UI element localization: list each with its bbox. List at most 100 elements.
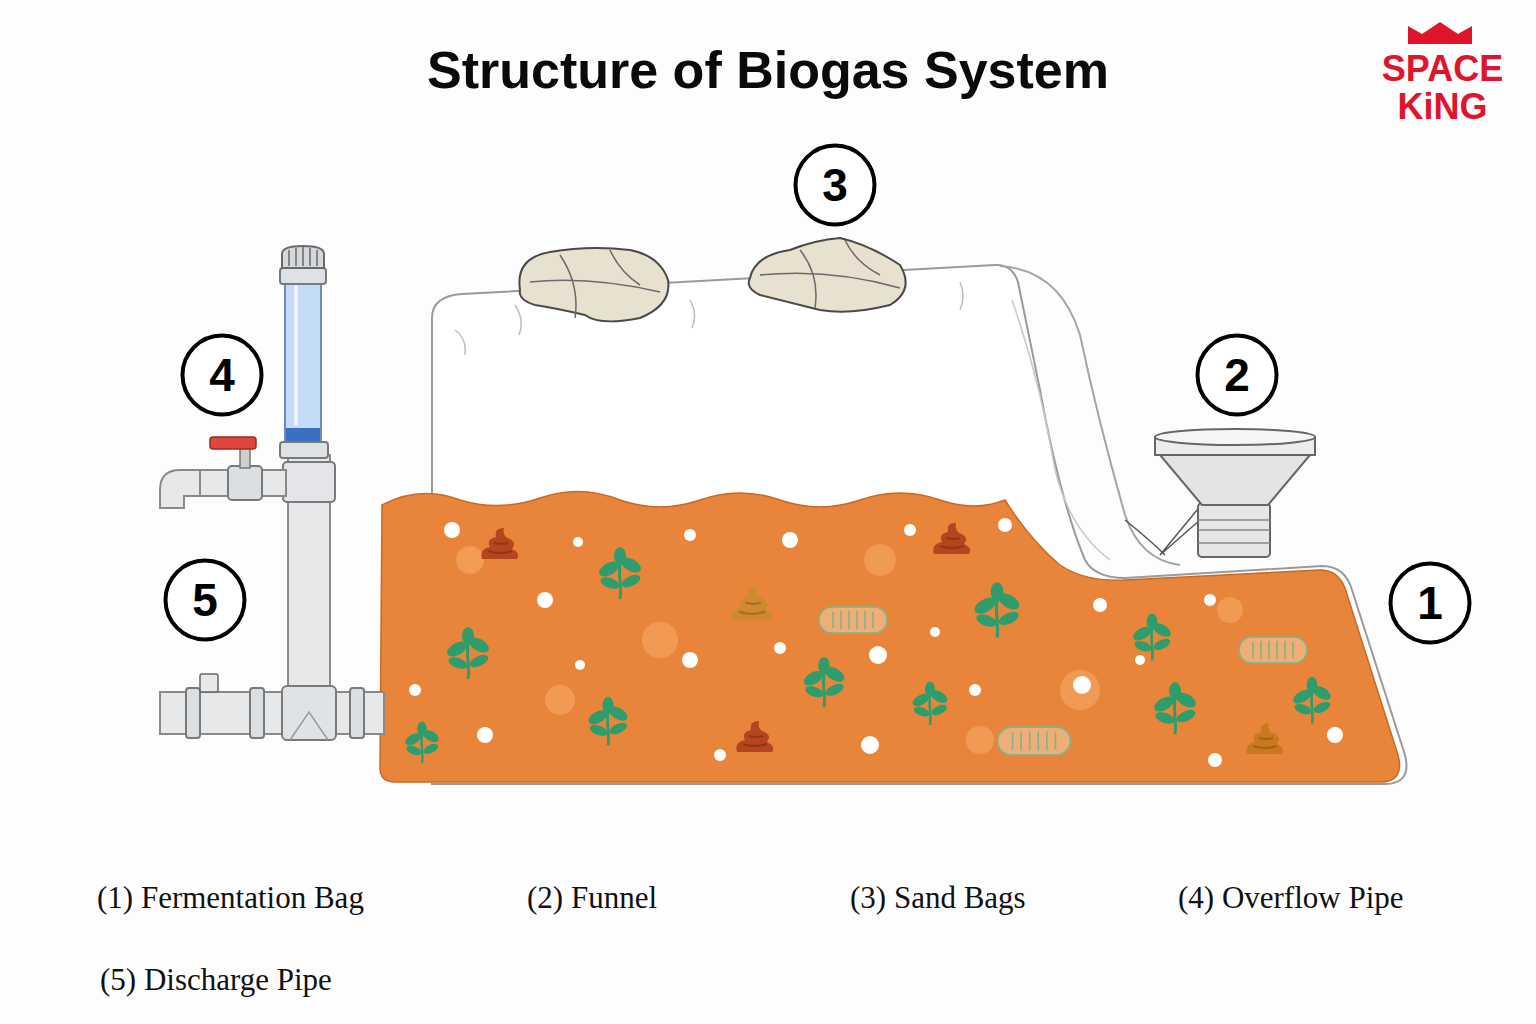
callout-circle: [1198, 336, 1277, 415]
tap-valve: [228, 466, 262, 500]
callout-circle: [183, 336, 262, 415]
bubble: [998, 518, 1012, 532]
manure: [933, 523, 970, 554]
bubble: [537, 592, 553, 608]
manure: [481, 528, 518, 559]
bubble: [573, 537, 583, 547]
bubble: [774, 642, 786, 654]
callout-text-holder: 4: [180, 333, 264, 417]
callout-text-holder: 2: [1195, 333, 1279, 417]
plant: [444, 627, 491, 679]
funnel-neck: [1198, 503, 1270, 557]
tee-joint: [282, 686, 336, 740]
microbe: [1239, 637, 1307, 663]
bubble: [1208, 753, 1222, 767]
clear-tube: [285, 280, 321, 445]
sand-bag-tie: [760, 240, 900, 308]
logo-watermark: SPACE KiNG: [1370, 50, 1515, 126]
tee-joint: [283, 462, 335, 502]
tap-elbow: [160, 470, 200, 508]
texture-spot: [966, 726, 994, 754]
bubble: [444, 522, 460, 538]
callout-circle: [166, 561, 245, 640]
slurry-texture: [456, 544, 1243, 754]
bubble: [782, 532, 798, 548]
bag-fold: [1012, 300, 1110, 560]
callout-circle: [796, 146, 875, 225]
callout-circle: [1391, 564, 1470, 643]
pipe-coupling: [280, 442, 328, 458]
bubble: [1093, 598, 1107, 612]
sand-bag: [749, 238, 906, 312]
diagram-title: Structure of Biogas System: [0, 38, 1536, 102]
bubble: [1073, 676, 1091, 694]
plant: [1151, 682, 1198, 734]
bubble: [477, 727, 493, 743]
texture-spot: [456, 546, 484, 574]
callout-number: 1: [1388, 561, 1472, 645]
pipe-coupling: [250, 688, 264, 738]
valve-handle: [210, 437, 256, 449]
pipe-coupling: [350, 688, 364, 738]
cap-ring: [280, 268, 326, 284]
manure: [736, 721, 773, 752]
callout-label: 3: [822, 160, 848, 210]
manure: [1246, 723, 1283, 754]
texture-spot: [864, 544, 896, 576]
bubble: [930, 627, 940, 637]
plant: [1131, 614, 1173, 661]
funnel-ring: [1198, 520, 1270, 543]
manure: [731, 586, 772, 620]
plant: [972, 582, 1022, 637]
bubble: [861, 736, 879, 754]
pipe-cap: [282, 246, 324, 268]
texture-spot: [545, 685, 575, 715]
sand-bag: [519, 248, 668, 321]
part-caption: (1) Fermentation Bag: [97, 878, 364, 918]
slurry: [380, 491, 1400, 782]
bubble: [869, 646, 887, 664]
plant: [596, 547, 643, 599]
texture-spot: [642, 622, 678, 658]
texture-spot: [1060, 670, 1100, 710]
callout-number: 2: [1195, 333, 1279, 417]
callout-label: 1: [1417, 578, 1443, 628]
logo-crown: [1408, 22, 1472, 44]
sand-bag-tie: [530, 250, 660, 318]
bubble: [684, 529, 696, 541]
bubble: [682, 652, 698, 668]
plant-matter: [403, 547, 1333, 763]
bubble: [409, 684, 421, 696]
callout-number: 5: [163, 558, 247, 642]
plant: [586, 697, 630, 746]
part-caption: (2) Funnel: [527, 878, 657, 918]
microbe: [998, 727, 1071, 755]
callout-label: 5: [192, 575, 218, 625]
callout-number: 3: [793, 143, 877, 227]
texture-spot: [1217, 597, 1243, 623]
plant: [910, 682, 949, 725]
part-caption: (5) Discharge Pipe: [100, 960, 332, 1000]
funnel-cone: [1160, 455, 1310, 505]
bubble: [904, 524, 916, 536]
pipe-coupling: [186, 688, 200, 738]
callout-text-holder: 5: [163, 558, 247, 642]
discharge-valve: [200, 674, 218, 692]
funnel-mouth: [1155, 429, 1315, 445]
bubble: [1204, 594, 1216, 606]
bubble: [1135, 655, 1145, 665]
bubble: [969, 684, 981, 696]
plant: [403, 722, 441, 764]
bag-fold: [1000, 266, 1180, 565]
bubble: [575, 660, 585, 670]
callout-number: 4: [180, 333, 264, 417]
part-caption: (3) Sand Bags: [850, 878, 1026, 918]
part-caption: (4) Overflow Pipe: [1178, 878, 1404, 918]
callout-text-holder: 1: [1388, 561, 1472, 645]
callout-text-holder: 3: [793, 143, 877, 227]
bubble: [714, 749, 726, 761]
callout-label: 2: [1224, 350, 1250, 400]
bubble: [1327, 727, 1343, 743]
callout-label: 4: [209, 350, 235, 400]
